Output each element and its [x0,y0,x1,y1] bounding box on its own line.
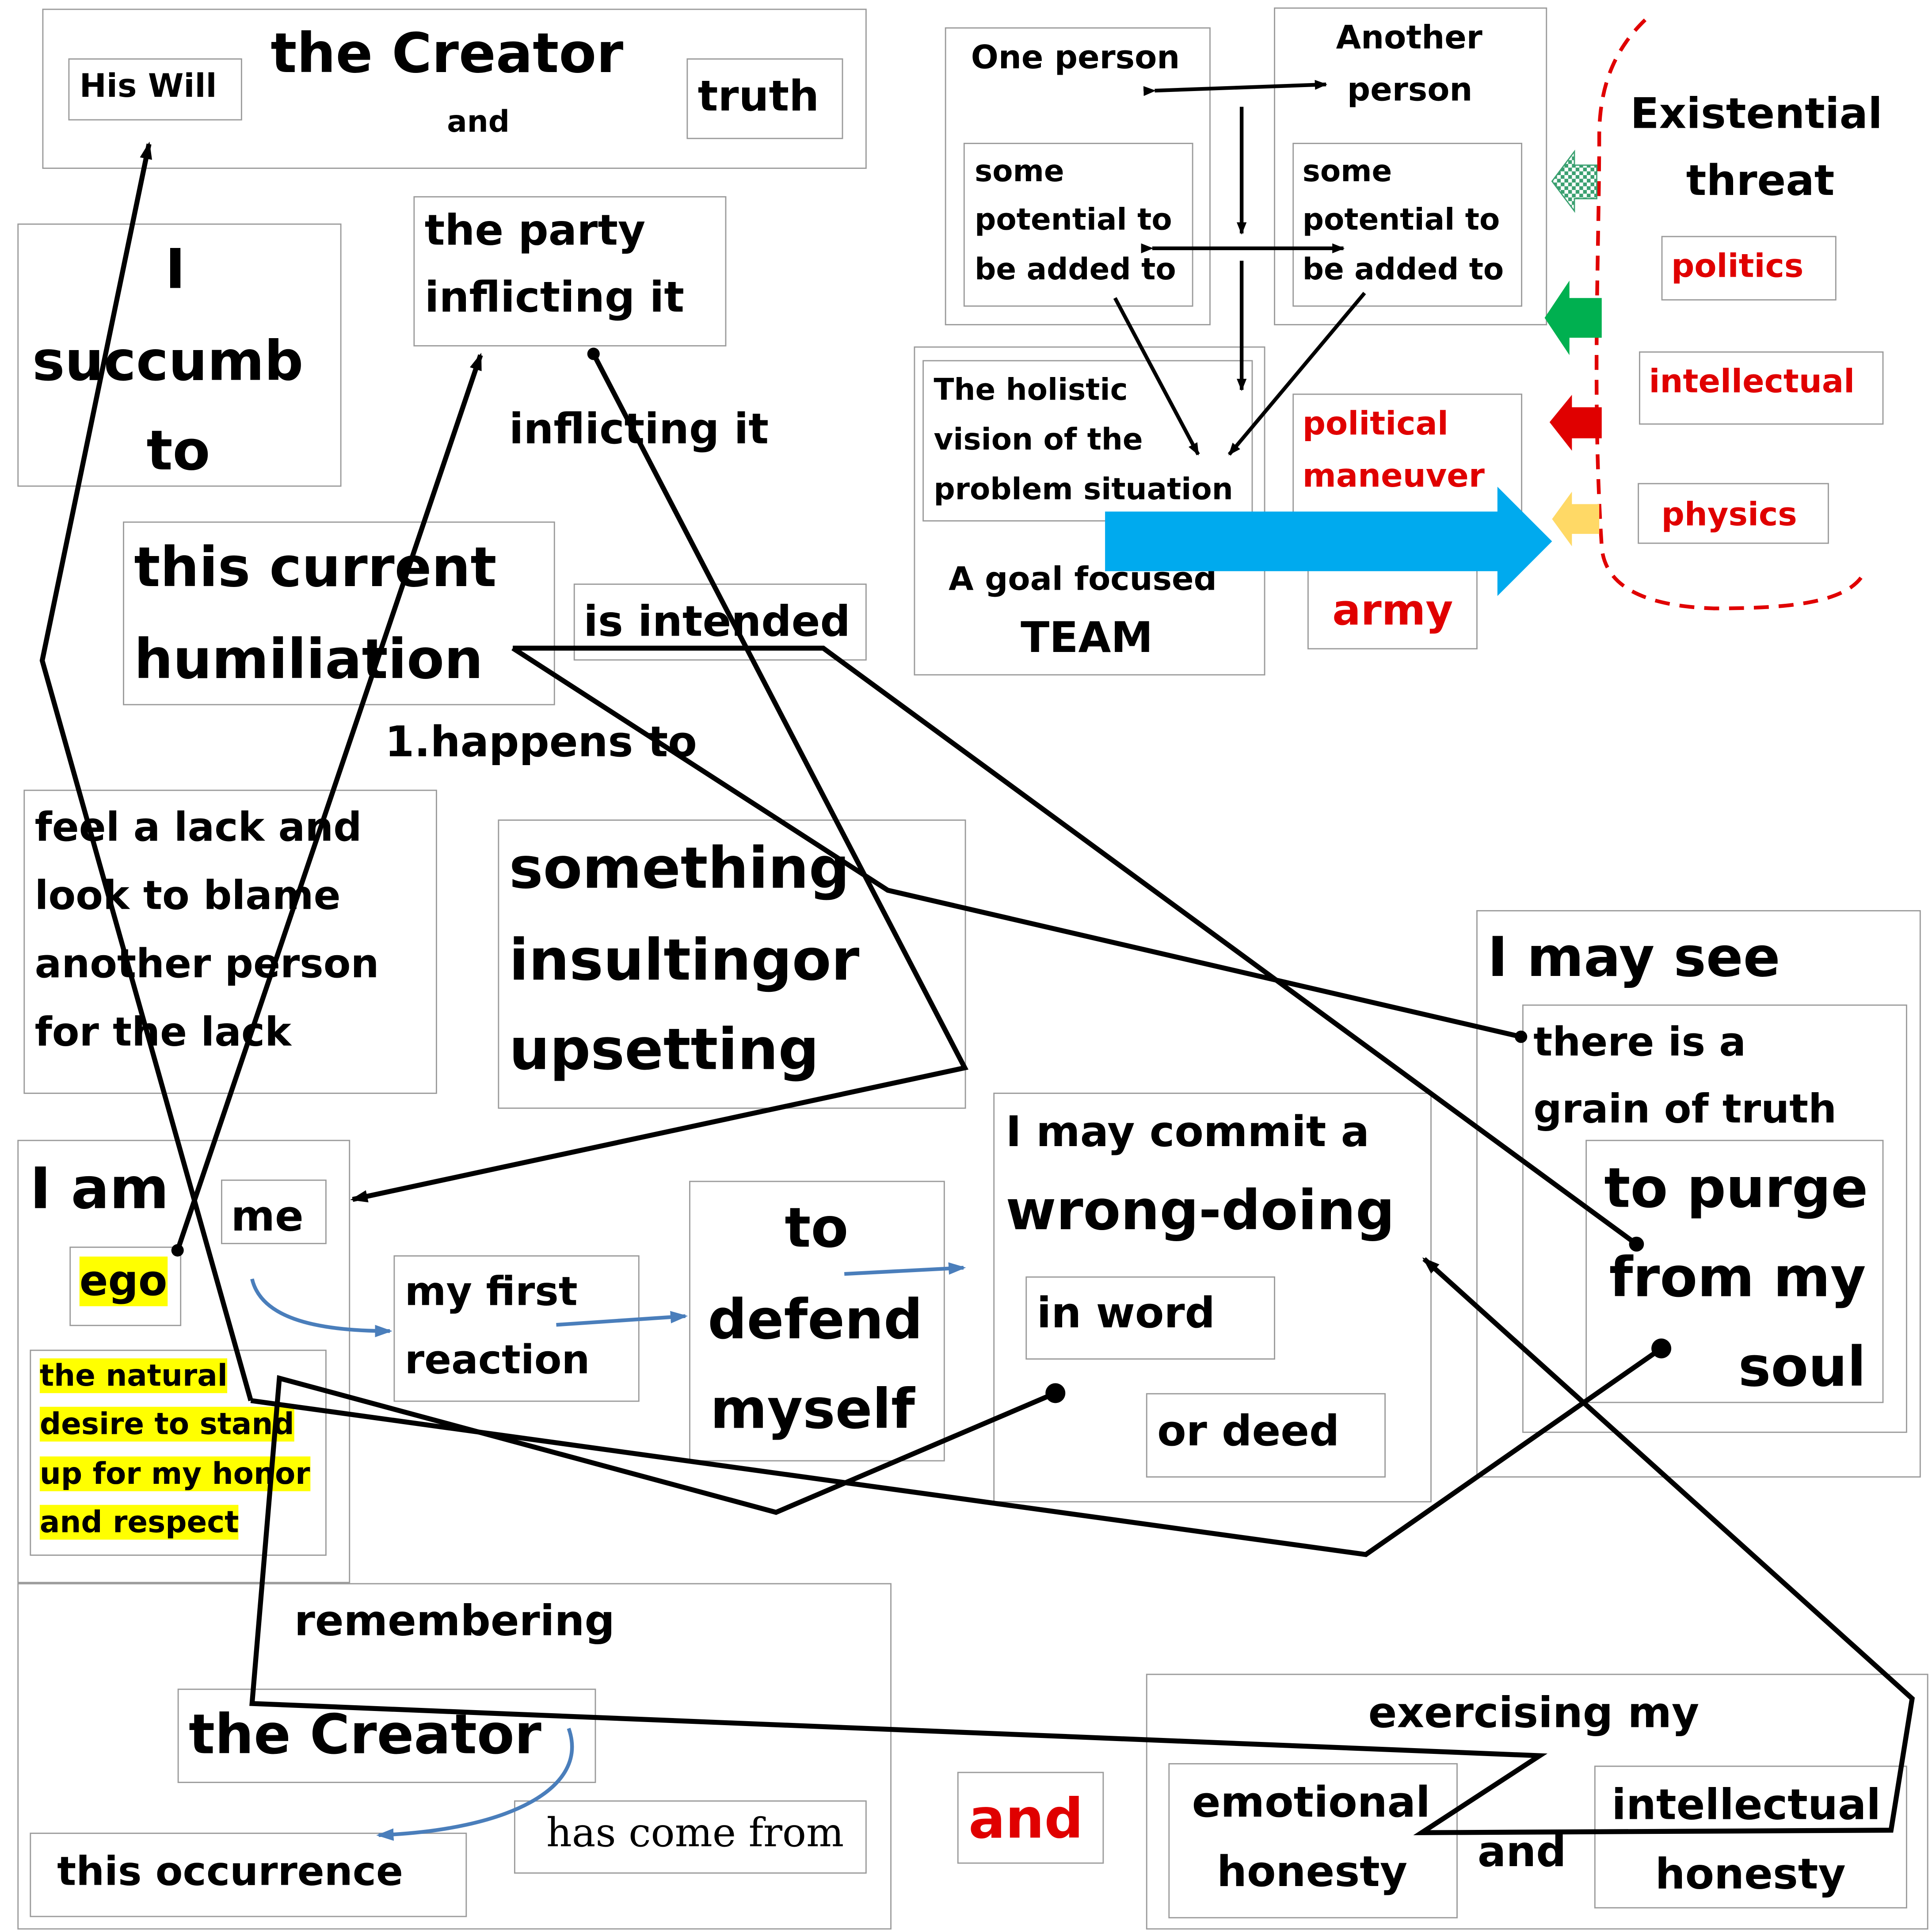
occurrence-label: this occurrence [57,1847,404,1895]
threat-line-1: Existential [1630,89,1882,139]
team-label: TEAM [1021,613,1153,663]
defend-line-3: myself [710,1378,915,1442]
occurrence-box [30,1833,467,1917]
natural-desire-line-1: the natural [39,1358,228,1393]
dot-party [587,347,600,360]
grain-line-2: grain of truth [1533,1085,1837,1132]
holistic-line-3: problem situation [934,472,1233,507]
another-person-box [1274,7,1547,325]
inflicting-label: inflicting it [509,404,769,455]
potential-left-box [963,143,1193,307]
potential-left-line-1: some [975,154,1064,189]
humiliation-line-1: this current [134,536,497,600]
purge-line-2: from my [1609,1246,1866,1310]
his-will-box [68,58,242,121]
party-line-1: the party [424,206,646,256]
defend-line-2: defend [708,1288,923,1353]
and-red-label: and [968,1788,1084,1852]
creator-bottom-label: the Creator [188,1703,541,1767]
natural-desire-line-4: and respect [39,1505,239,1540]
commit-line-2: wrong-doing [1006,1179,1395,1243]
goal-label: A goal focused [949,561,1217,599]
his-will-label: His Will [79,68,217,106]
insulting-line-3: upsetting [509,1015,819,1083]
creator-top-title: the Creator [271,22,624,86]
first-reaction-line-2: reaction [404,1336,590,1383]
feel-lack-line-1: feel a lack and [34,803,362,851]
remembering-label: remembering [294,1597,615,1646]
natural-desire-line-3: up for my honor [39,1456,310,1491]
exercising-label: exercising my [1368,1688,1700,1738]
another-person-line-2: person [1347,72,1473,110]
succumb-line-3: to [146,419,210,483]
political-line-2: maneuver [1302,458,1485,495]
commit-line-1: I may commit a [1006,1107,1370,1158]
i-am-label: I am [30,1155,169,1222]
potential-right-line-1: some [1302,154,1392,189]
has-come-label: has come from [546,1809,844,1856]
threat-arrow-green [1544,280,1602,355]
in-word-label: in word [1036,1288,1215,1339]
insulting-line-2: insultingor [509,926,860,994]
party-line-2: inflicting it [424,273,685,323]
purge-line-1: to purge [1604,1157,1868,1221]
creator-top-box [42,8,867,169]
politics-label: politics [1671,248,1804,286]
intellectual-line-2: honesty [1655,1850,1846,1900]
humiliation-line-2: humiliation [134,628,484,692]
potential-left-line-3: be added to [975,252,1176,287]
first-reaction-line-1: my first [404,1268,578,1315]
exercising-and: and [1477,1828,1566,1878]
me-label: me [231,1192,304,1242]
happens-label: 1.happens to [385,717,697,768]
truth-label: truth [697,72,819,122]
emotional-line-2: honesty [1216,1847,1408,1898]
political-line-1: political [1302,406,1448,443]
threat-arrow-yellow [1552,492,1600,547]
potential-left-line-2: potential to [975,202,1172,237]
holistic-line-1: The holistic [934,372,1128,408]
may-see-title: I may see [1487,926,1780,990]
feel-lack-line-2: look to blame [34,872,341,919]
succumb-line-1: I [165,238,186,302]
potential-right-line-2: potential to [1302,202,1500,237]
creator-top-and: and [447,104,510,139]
natural-desire-line-2: desire to stand [39,1406,294,1442]
defend-line-1: to [785,1197,849,1261]
purge-line-3: soul [1738,1336,1866,1399]
insulting-line-1: something [509,834,850,902]
potential-right-box [1292,143,1522,307]
one-person-label: One person [971,39,1180,77]
threat-arrow-red [1549,395,1602,451]
or-deed-label: or deed [1157,1406,1340,1457]
emotional-line-1: emotional [1192,1778,1430,1828]
physics-label: physics [1661,496,1797,534]
army-label: army [1332,586,1453,636]
feel-lack-line-3: another person [34,940,379,987]
succumb-line-2: succumb [32,330,304,394]
another-person-line-1: Another [1336,19,1482,57]
truth-box [686,58,843,139]
intellectual-line-1: intellectual [1612,1780,1881,1830]
party-box [413,196,727,347]
feel-lack-line-4: for the lack [34,1008,291,1056]
holistic-line-2: vision of the [934,422,1143,457]
threat-line-2: threat [1686,156,1835,206]
threat-intellectual-label: intellectual [1649,364,1855,401]
threat-arrow-checker [1551,149,1597,213]
potential-right-line-3: be added to [1302,252,1504,287]
one-person-box [945,27,1211,325]
grain-line-1: there is a [1533,1018,1746,1066]
ego-label: ego [79,1256,168,1307]
intended-label: is intended [583,597,850,647]
